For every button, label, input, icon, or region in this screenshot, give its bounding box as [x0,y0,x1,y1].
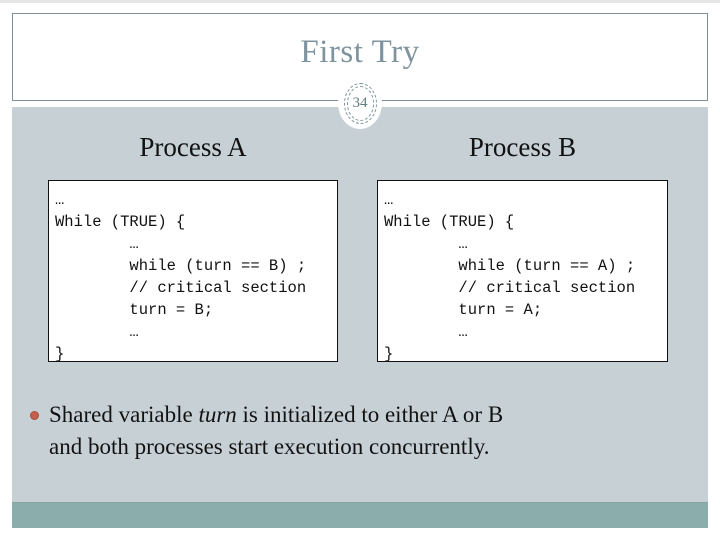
bullet-item: Shared variable turn is initialized to e… [30,399,690,463]
process-b-heading: Process B [468,132,577,162]
process-a-heading: Process A [139,132,247,162]
process-b-code-box: … While (TRUE) { … while (turn == A) ; /… [377,180,668,362]
bullet-text-part-1: Shared variable [49,402,199,427]
bullet-text: Shared variable turn is initialized to e… [49,399,503,463]
page-number: 34 [352,94,368,111]
slide-title: First Try [300,34,420,70]
page-number-badge: 34 [338,77,382,129]
bullet-text-italic-turn: turn [198,402,237,427]
bullet-icon [30,411,39,420]
page-number-ring: 34 [343,82,377,124]
slide-content: Process A Process B … While (TRUE) { … w… [12,107,708,502]
top-edge-strip [0,0,720,3]
process-a-code-box: … While (TRUE) { … while (turn == B) ; /… [48,180,338,362]
bullet-text-part-2: is initialized to either A or B and both… [49,402,504,459]
bottom-band [12,502,708,528]
